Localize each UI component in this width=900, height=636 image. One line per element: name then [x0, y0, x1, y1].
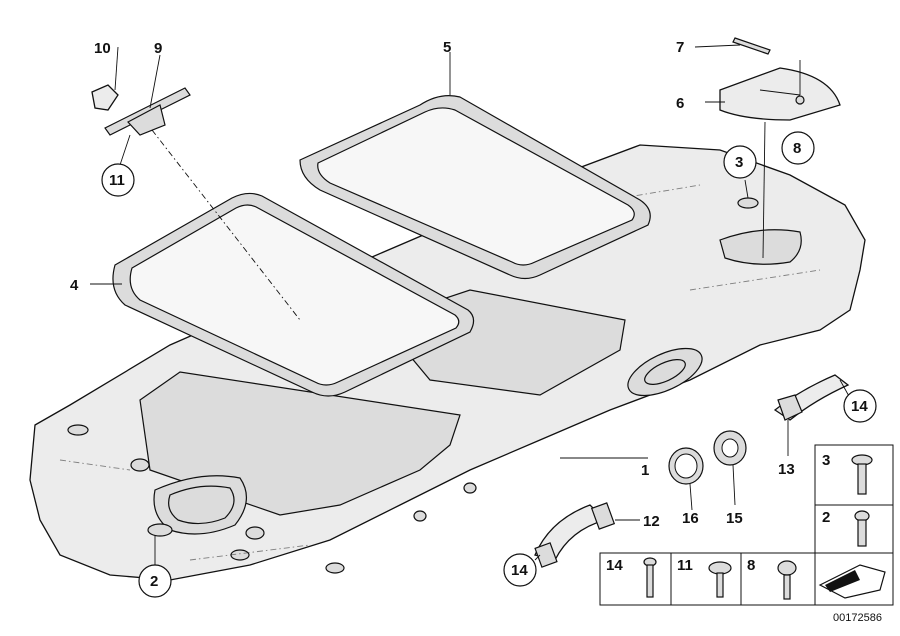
table-cell-11: [670, 552, 742, 606]
callouts: 10 9 11 5 4 7 6 8 3 1 12 13 14 14 16 15 …: [70, 39, 877, 598]
table-label-11: 11: [677, 557, 693, 574]
table-cell-8: [740, 552, 816, 606]
panhead-screw-icon: [777, 560, 797, 600]
callout-16: 16: [682, 510, 699, 527]
sunroof-frame-rear: [299, 95, 651, 280]
callout-8: 8: [793, 140, 801, 157]
bracket-part: [91, 84, 191, 136]
callout-13: 13: [778, 461, 795, 478]
table-label-2: 2: [822, 509, 830, 526]
callout-2: 2: [150, 573, 158, 590]
callout-circle-14-bottom: [503, 553, 537, 587]
leader-lines: [90, 44, 851, 565]
plastic-rivet-icon: [851, 454, 873, 495]
table-label-3: 3: [822, 452, 830, 469]
callout-3: 3: [735, 154, 743, 171]
table-label-14: 14: [606, 557, 623, 574]
callout-9: 9: [154, 40, 162, 57]
callout-10: 10: [94, 40, 111, 57]
arrow-symbol-icon: [818, 564, 886, 599]
sunroof-frame-front: [112, 192, 475, 397]
callout-circle-8: [781, 131, 815, 165]
table-cell-3: [814, 444, 894, 506]
callout-circle-11: [101, 163, 135, 197]
callout-11: 11: [109, 172, 125, 189]
callout-15: 15: [726, 510, 743, 527]
callout-5: 5: [443, 39, 451, 56]
callout-14-top: 14: [851, 398, 868, 415]
table-cell-2: [814, 504, 894, 554]
table-cell-14: [599, 552, 672, 606]
expanding-clip-icon: [854, 510, 870, 547]
callout-circle-14-top: [843, 389, 877, 423]
grab-handle-parts: [534, 374, 850, 568]
callout-12: 12: [643, 513, 660, 530]
fastener-table: 3 2 14 11 8: [599, 444, 894, 606]
screw-icon: [643, 557, 657, 598]
washer-screw-icon: [708, 561, 732, 598]
cover-part: [719, 37, 841, 121]
table-label-8: 8: [747, 557, 755, 574]
callout-7: 7: [676, 39, 684, 56]
callout-6: 6: [676, 95, 684, 112]
callout-1: 1: [641, 462, 649, 479]
reference-number: 00172586: [833, 612, 882, 624]
callout-14-bottom: 14: [511, 562, 528, 579]
callout-circle-3: [723, 145, 757, 179]
callout-4: 4: [70, 277, 79, 294]
callout-circle-2: [138, 564, 172, 598]
